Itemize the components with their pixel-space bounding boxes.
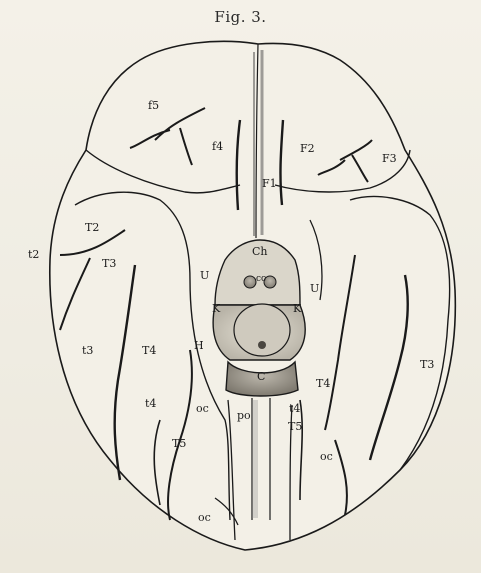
label-C: C [257, 371, 265, 382]
figure-title: Fig. 3. [0, 8, 481, 26]
label-H: H [194, 340, 204, 351]
label-oc-upper: oc [196, 403, 209, 414]
label-t4-left: t4 [145, 398, 156, 409]
label-t4-right: t4 [289, 403, 300, 414]
label-F2: F2 [300, 143, 315, 154]
label-T3-left: T3 [102, 258, 116, 269]
label-t2: t2 [28, 249, 39, 260]
label-K-right: K [293, 303, 301, 314]
label-K-left: K [212, 303, 220, 314]
label-T5-left: T5 [172, 438, 186, 449]
label-t3: t3 [82, 345, 93, 356]
label-oc-right: oc [320, 451, 333, 462]
label-cc: cc [256, 275, 266, 284]
label-Ch: Ch [252, 246, 268, 257]
label-f4: f4 [212, 141, 223, 152]
label-T4-right: T4 [316, 378, 330, 389]
label-T2: T2 [85, 222, 99, 233]
label-f5: f5 [148, 100, 159, 111]
corpus-candicans-left [244, 276, 256, 288]
label-F3: F3 [382, 153, 397, 164]
label-T3-right: T3 [420, 359, 434, 370]
label-T4-left: T4 [142, 345, 156, 356]
label-U-right: U [310, 283, 319, 294]
label-F1: F1 [262, 178, 277, 189]
label-U-left: U [200, 270, 209, 281]
label-oc-lower: oc [198, 512, 211, 523]
label-T5-right: T5 [288, 421, 302, 432]
label-po: po [237, 410, 251, 421]
